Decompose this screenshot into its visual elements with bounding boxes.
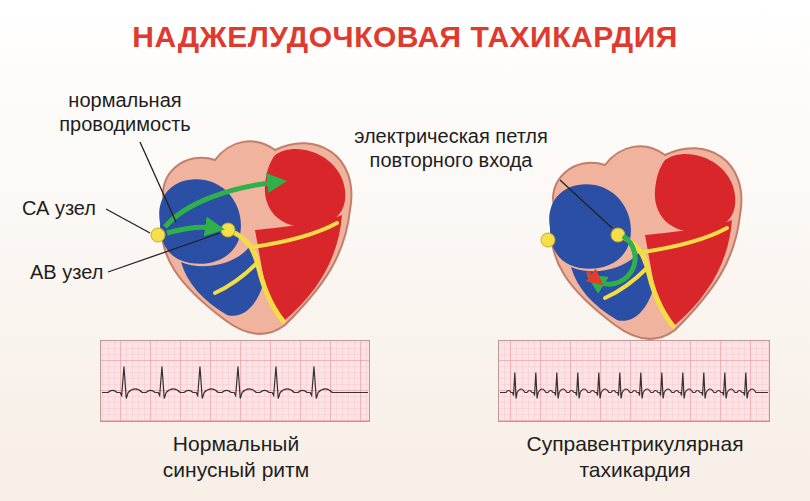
ecg-strip <box>498 340 770 422</box>
reentry-loop <box>587 236 635 284</box>
callout-label: СА узел <box>22 196 122 220</box>
normal-heart <box>151 141 351 334</box>
leader-lines <box>106 142 612 272</box>
strip-caption: Суправентрикулярная тахикардия <box>505 431 765 482</box>
callout-label: нормальная проводимость <box>40 88 210 136</box>
diagram-title: НАДЖЕЛУДОЧКОВАЯ ТАХИКАРДИЯ <box>0 20 810 54</box>
ecg-strip-box: Суправентрикулярная тахикардия <box>498 340 770 422</box>
normal-conduction-arrows <box>165 182 277 233</box>
tachycardia-heart <box>541 146 741 339</box>
ecg-strip <box>100 340 370 422</box>
callout-label: АВ узел <box>30 260 140 284</box>
ecg-grid <box>498 340 770 422</box>
ecg-trace <box>102 366 368 398</box>
ecg-trace <box>500 372 768 398</box>
callout-label: электрическая петля повторного входа <box>338 124 564 172</box>
ecg-grid <box>100 340 370 422</box>
ecg-strip-box: Нормальный синусный ритм <box>100 340 370 422</box>
strip-caption: Нормальный синусный ритм <box>136 431 336 482</box>
